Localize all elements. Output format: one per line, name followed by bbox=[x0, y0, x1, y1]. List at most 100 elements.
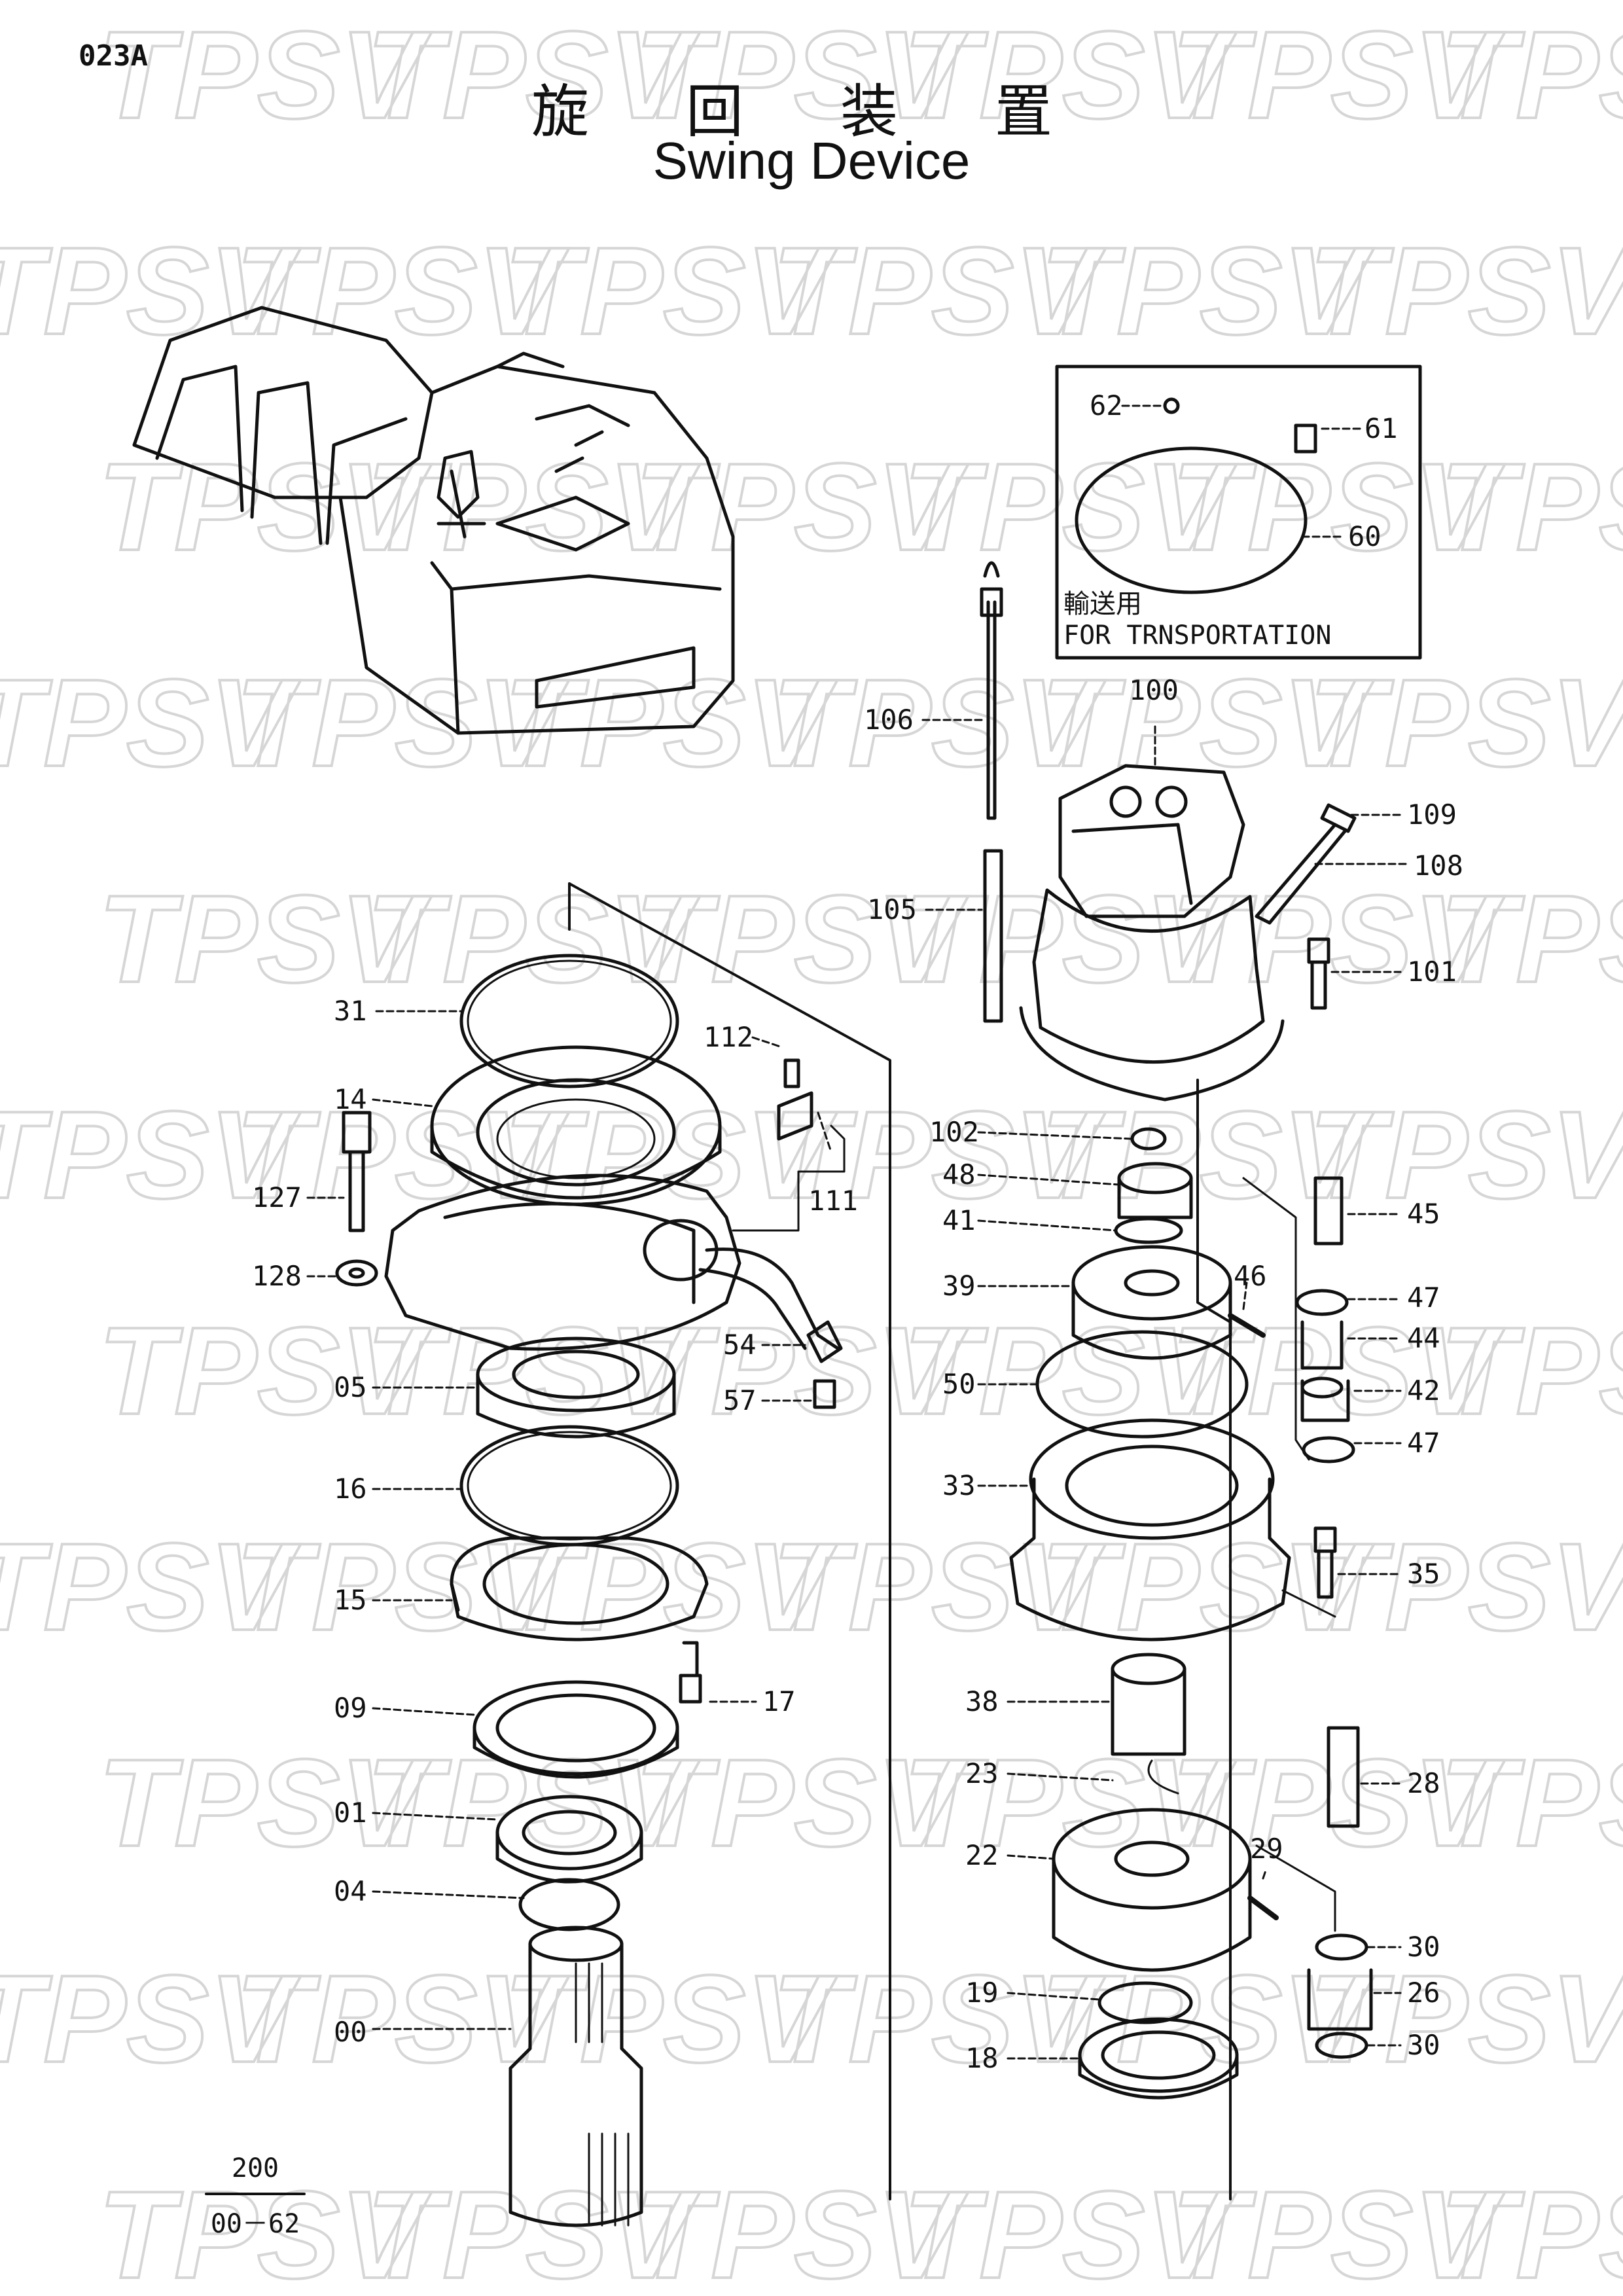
part-05-bearing bbox=[476, 1336, 676, 1439]
part-label: 42 bbox=[1407, 1374, 1440, 1407]
watermark-text: TPSV bbox=[635, 6, 969, 145]
watermark-text: TPSV bbox=[236, 1086, 569, 1225]
part-label: 35 bbox=[1407, 1558, 1440, 1590]
part-label: 01 bbox=[334, 1797, 367, 1829]
part-label: 28 bbox=[1407, 1767, 1440, 1799]
part-label: 46 bbox=[1234, 1260, 1267, 1292]
watermark-text: TPSV bbox=[772, 1950, 1106, 2089]
page-code: 023A bbox=[79, 39, 148, 73]
part-label: 17 bbox=[762, 1685, 796, 1717]
part-label: 23 bbox=[965, 1757, 999, 1789]
watermark-text: TPSV bbox=[1440, 438, 1623, 577]
watermark-text: TPSV bbox=[1440, 1734, 1623, 1873]
watermark-text: TPSV bbox=[635, 2166, 969, 2296]
inset-note-en: FOR TRNSPORTATION bbox=[1063, 620, 1332, 651]
watermark-text: TPSV bbox=[772, 1518, 1106, 1657]
watermark-text: TPSV bbox=[1171, 6, 1505, 145]
part-label: 60 bbox=[1348, 520, 1382, 552]
part-label: 48 bbox=[942, 1158, 976, 1191]
watermark-text: TPSV bbox=[1041, 1086, 1374, 1225]
page-ref-bottom: 00－62 bbox=[210, 2209, 300, 2239]
part-label: 100 bbox=[1129, 674, 1179, 706]
watermark-text: TPSV bbox=[98, 2166, 432, 2296]
part-33-ring-gear bbox=[1009, 1418, 1291, 1641]
watermark-text: TPSV bbox=[0, 654, 301, 793]
part-label: 09 bbox=[334, 1692, 367, 1724]
watermark-text: TPSV bbox=[1171, 2166, 1505, 2296]
watermark-text: TPSV bbox=[635, 438, 969, 577]
part-label: 14 bbox=[334, 1083, 367, 1115]
watermark-text: TPSV bbox=[635, 1734, 969, 1873]
part-label: 105 bbox=[867, 893, 917, 925]
watermark-text: TPSV bbox=[1171, 870, 1505, 1009]
part-14-flange bbox=[430, 1045, 722, 1206]
watermark-text: TPSV bbox=[236, 222, 569, 361]
part-label: 00 bbox=[334, 2016, 367, 2048]
watermark-text: TPSV bbox=[98, 1734, 432, 1873]
part-label: 127 bbox=[252, 1181, 302, 1213]
watermark-text: TPSV bbox=[504, 222, 838, 361]
part-label: 61 bbox=[1364, 412, 1398, 444]
watermark-text: TPSV bbox=[366, 2166, 700, 2296]
part-15-cover bbox=[450, 1536, 709, 1641]
watermark-text: TPSV bbox=[0, 1086, 301, 1225]
watermark-text: TPSV bbox=[903, 1302, 1237, 1441]
part-label: 108 bbox=[1414, 850, 1463, 882]
watermark-text: TPSV bbox=[1440, 1302, 1623, 1441]
part-label: 30 bbox=[1407, 2029, 1440, 2061]
inset-note-jp: 輸送用 bbox=[1063, 589, 1142, 619]
part-label: 39 bbox=[942, 1270, 976, 1302]
watermark-text: TPSV bbox=[1309, 222, 1623, 361]
part-label: 111 bbox=[808, 1185, 858, 1217]
watermark-text: TPSV bbox=[236, 654, 569, 793]
part-label: 04 bbox=[334, 1875, 367, 1907]
watermark-text: TPSV bbox=[635, 1302, 969, 1441]
watermark-text: TPSV bbox=[98, 1302, 432, 1441]
part-label: 29 bbox=[1250, 1833, 1283, 1865]
watermark-text: TPSV bbox=[366, 438, 700, 577]
watermark-text: TPSV bbox=[0, 1518, 301, 1657]
page-title-en: Swing Device bbox=[652, 132, 971, 190]
excavator-illustration bbox=[132, 306, 735, 735]
watermark-text: TPSV bbox=[635, 870, 969, 1009]
watermark-text: TPSV bbox=[98, 870, 432, 1009]
watermark-text: TPSV bbox=[0, 222, 301, 361]
watermark-text: TPSV bbox=[1440, 6, 1623, 145]
part-label: 57 bbox=[723, 1384, 757, 1416]
watermark-text: TPSV bbox=[772, 222, 1106, 361]
watermark-text: TPSV bbox=[1041, 222, 1374, 361]
part-label: 106 bbox=[864, 704, 914, 736]
watermark-text: TPSV bbox=[366, 870, 700, 1009]
part-label: 30 bbox=[1407, 1931, 1440, 1963]
page-ref-top: 200 bbox=[231, 2153, 279, 2183]
part-label: 33 bbox=[942, 1469, 976, 1501]
part-00-shaft bbox=[508, 1926, 643, 2227]
watermark-text: TPSV bbox=[1440, 2166, 1623, 2296]
part-label: 05 bbox=[334, 1371, 367, 1403]
watermark-text: TPSV bbox=[366, 1302, 700, 1441]
part-100-motor bbox=[1019, 764, 1285, 1102]
part-label: 18 bbox=[965, 2042, 999, 2074]
part-label: 44 bbox=[1407, 1322, 1440, 1354]
part-label: 26 bbox=[1407, 1977, 1440, 2009]
part-label: 15 bbox=[334, 1584, 367, 1616]
watermark-text: TPSV bbox=[1171, 1302, 1505, 1441]
watermark-text: TPSV bbox=[1309, 654, 1623, 793]
part-label: 101 bbox=[1407, 956, 1457, 988]
part-label: 45 bbox=[1407, 1198, 1440, 1230]
watermark-text: TPSV bbox=[903, 6, 1237, 145]
part-label: 22 bbox=[965, 1839, 999, 1871]
part-label: 109 bbox=[1407, 798, 1457, 831]
part-label: 102 bbox=[929, 1116, 979, 1148]
watermark-text: TPSV bbox=[0, 1950, 301, 2089]
part-label: 128 bbox=[252, 1260, 302, 1292]
page-title-jp: 旋 回 装 置 bbox=[531, 78, 1092, 145]
watermark-text: TPSV bbox=[772, 654, 1106, 793]
part-label: 47 bbox=[1407, 1282, 1440, 1314]
watermark-text: TPSV bbox=[1171, 1734, 1505, 1873]
part-label: 47 bbox=[1407, 1427, 1440, 1459]
watermark-text: TPSV bbox=[504, 1950, 838, 2089]
